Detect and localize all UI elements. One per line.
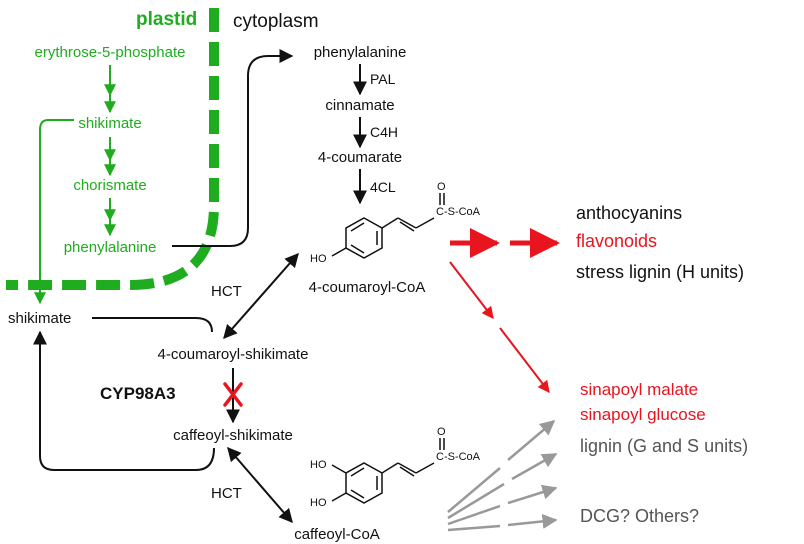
grey-arrow-2a: [447, 482, 505, 520]
cytoplasm-label: cytoplasm: [233, 11, 319, 32]
grey-arrow-4b: [507, 513, 558, 529]
hct-top-arrow: [223, 252, 299, 340]
caffeoyl-coa-o: O: [437, 426, 446, 438]
knockout-x-icon: [223, 382, 243, 407]
hct-bottom-label: HCT: [211, 485, 242, 502]
4-coumaroyl-coa-ho: HO: [310, 253, 327, 265]
anthocyanins-label: anthocyanins: [576, 203, 682, 223]
grey-arrow-2b: [511, 452, 558, 481]
erythrose-5-phosphate-label: erythrose-5-phosphate: [35, 44, 186, 61]
red-arrow-sinapoyl-2: [499, 327, 550, 393]
plastid-label: plastid: [136, 9, 197, 30]
red-arrow-sinapoyl-1: [449, 261, 494, 319]
4cl-enzyme: 4CL: [370, 179, 396, 195]
lignin-gs-label: lignin (G and S units): [580, 436, 748, 456]
4-coumaroyl-coa-cscoa: C-S-CoA: [436, 206, 481, 218]
grey-arrow-1b: [507, 420, 556, 461]
sinapoyl-glucose-label: sinapoyl glucose: [580, 405, 706, 424]
c4h-enzyme: C4H: [370, 124, 398, 140]
cyp98a3-label: CYP98A3: [100, 384, 176, 403]
4-coumaroyl-coa-label: 4-coumaroyl-CoA: [309, 279, 426, 296]
4-coumaroyl-coa-o: O: [437, 181, 446, 193]
hct-bottom-arrow: [227, 446, 293, 524]
phenylalanine-export-arrow: [172, 49, 294, 247]
plastid-membrane: [6, 8, 219, 290]
4-coumaroyl-coa-structure: [331, 193, 445, 259]
grey-arrow-4a: [447, 524, 501, 532]
shikimate-plastid-label: shikimate: [78, 115, 141, 132]
grey-arrows: [447, 420, 558, 532]
shikimate-recycle-arrow: [33, 330, 215, 471]
grey-arrow-3a: [447, 504, 501, 526]
cinnamate-label: cinnamate: [325, 97, 394, 114]
shikimate-cytoplasm-label: shikimate: [8, 310, 71, 327]
caffeoyl-coa-ho-bottom: HO: [310, 497, 327, 509]
4-coumarate-label: 4-coumarate: [318, 149, 402, 166]
caffeoyl-coa-cscoa: C-S-CoA: [436, 451, 481, 463]
4-coumaroyl-shikimate-label: 4-coumaroyl-shikimate: [158, 346, 309, 363]
chorismate-label: chorismate: [73, 177, 146, 194]
caffeoyl-coa-label: caffeoyl-CoA: [294, 526, 380, 543]
hct-top-label: HCT: [211, 283, 242, 300]
caffeoyl-coa-structure: [331, 438, 445, 504]
phenylalanine-plastid-label: phenylalanine: [64, 239, 157, 256]
pal-enzyme: PAL: [370, 71, 396, 87]
caffeoyl-coa-ho-top: HO: [310, 459, 327, 471]
sinapoyl-malate-label: sinapoyl malate: [580, 380, 698, 399]
grey-arrow-3b: [507, 484, 558, 505]
caffeoyl-shikimate-label: caffeoyl-shikimate: [173, 427, 293, 444]
dcg-others-label: DCG? Others?: [580, 506, 699, 526]
shikimate-export-arrow: [34, 119, 74, 305]
flavonoids-label: flavonoids: [576, 231, 657, 251]
grey-arrow-1a: [447, 467, 501, 513]
phenylalanine-label: phenylalanine: [314, 44, 407, 61]
shikimate-to-hct-arrow: [92, 317, 213, 333]
stress-lignin-label: stress lignin (H units): [576, 262, 744, 282]
